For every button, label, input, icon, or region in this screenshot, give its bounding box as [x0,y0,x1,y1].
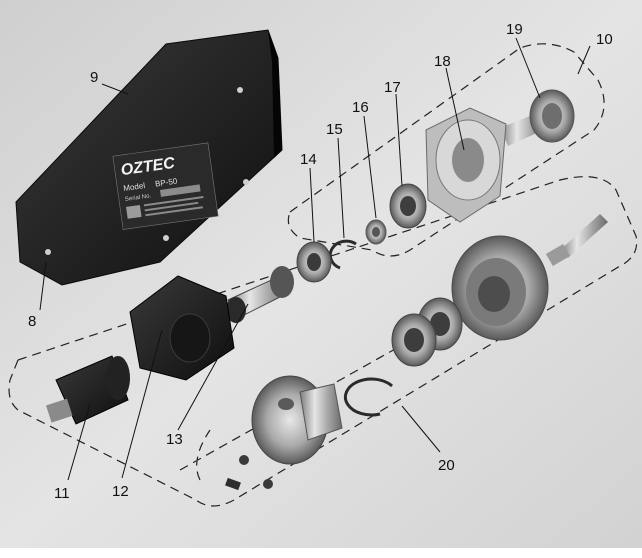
callout-17: 17 [384,79,401,96]
callout-18: 18 [434,53,451,70]
spindle-shaft-part [500,89,575,146]
callout-15: 15 [326,121,343,138]
nameplate-model-label: Model [123,181,146,193]
callout-11: 11 [54,485,70,502]
housing-part [425,107,507,223]
bearing-14-part [296,241,332,283]
cover-plate-part: OZTEC Model BP-50 Serial No. [15,29,283,286]
callout-14: 14 [300,151,317,168]
callout-9: 9 [90,69,98,86]
bearing-pair-part [391,297,463,367]
nameplate: OZTEC Model BP-50 Serial No. [112,142,219,230]
nameplate-serial-label: Serial No. [125,193,152,203]
callout-20: 20 [438,457,455,474]
callout-8: 8 [28,313,36,330]
nameplate-model-value: BP-50 [155,176,179,188]
motor-adapter-part [46,355,130,425]
pin-part [545,214,608,267]
small-fasteners-part [225,455,273,491]
callout-16: 16 [352,99,369,116]
bearing-17-part [389,183,427,229]
group-outline-10 [287,43,605,257]
callout-13: 13 [166,431,183,448]
snap-ring-15-part [328,239,357,270]
callout-10: 10 [596,31,613,48]
callout-12: 12 [112,483,129,500]
bushing-16-part [365,219,387,245]
chuck-housing-part [451,235,549,341]
callout-19: 19 [506,21,523,38]
snap-ring-20-part [343,377,393,417]
leader-lines [39,37,591,481]
indexer-part [251,375,343,465]
drive-shaft-part [226,266,294,323]
